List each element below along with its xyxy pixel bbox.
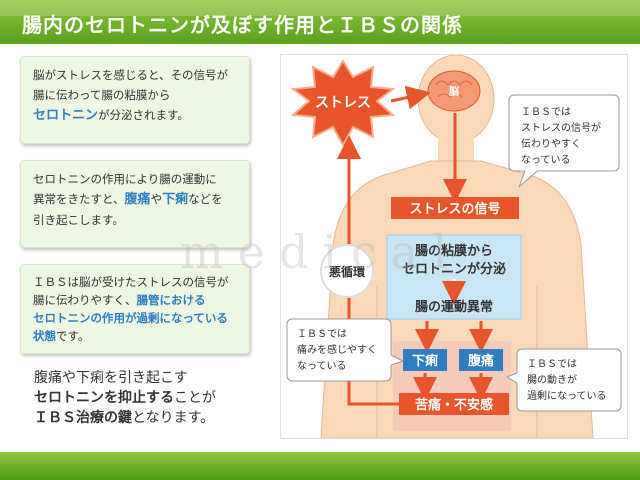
feedback-loop-line <box>337 135 399 406</box>
abdominal-pain-highlight: 腹痛 <box>124 192 151 207</box>
box3-line1: ＩＢＳは脳が受けたストレスの信号が <box>33 275 229 289</box>
mucosa-line1: 腸の粘膜から <box>415 243 493 259</box>
header-shine <box>0 0 640 16</box>
watermark: medical <box>180 225 461 279</box>
box1-line3-rest: が分泌されます。 <box>98 108 189 122</box>
diagram-svg: 脳 ストレス ストレスの信号 腸の粘膜から セロトニンが分泌 腸の運動異常 下痢… <box>286 55 622 438</box>
callout-pain-line1: ＩＢＳでは <box>297 328 347 340</box>
callout-motility-line3: 過剰になっている <box>527 390 607 402</box>
summary-line3a: ＩＢＳ治療の鍵 <box>34 410 132 426</box>
brain-label: 脳 <box>449 86 459 98</box>
mucosa-line2: セロトニンが分泌 <box>402 261 506 277</box>
serotonin-highlight: セロトニン <box>33 108 99 123</box>
summary-line3b: となります。 <box>132 410 215 426</box>
explanation-box-1: 脳がストレスを感じると、その信号が 腸に伝わって腸の粘膜から セロトニンが分泌さ… <box>20 56 250 144</box>
box3-line3: セロトニンの作用が過剰になっている <box>33 311 228 325</box>
box3-line2a: 腸に伝わりやすく、 <box>33 293 137 307</box>
callout-pain <box>286 318 405 382</box>
callout-motility <box>505 348 622 412</box>
summary-line2a: セロトニンを抑止する <box>34 390 174 406</box>
stress-signal-box <box>391 197 519 219</box>
stress-signal-label: ストレスの信号 <box>409 201 500 217</box>
distress-box <box>399 393 509 415</box>
box2-line3: 引き起こします。 <box>33 213 124 227</box>
distress-label: 苦痛・不安感 <box>415 397 493 413</box>
box2-line2: 異常をきたすと、腹痛や下痢などを <box>33 189 237 210</box>
box1-line2: 腸に伝わって腸の粘膜から <box>33 88 171 102</box>
box3-line4a: 状態 <box>33 329 56 343</box>
page-title: 腸内のセロトニンが及ぼす作用とＩＢＳの関係 <box>22 13 463 37</box>
brain-icon <box>427 70 481 112</box>
mucosa-box <box>386 234 522 320</box>
box2-line1: セロトニンの作用により腸の運動に <box>33 172 217 186</box>
explanation-box-2: セロトニンの作用により腸の運動に 異常をきたすと、腹痛や下痢などを 引き起こしま… <box>20 160 250 248</box>
pain-label: 腹痛 <box>468 353 494 369</box>
box3-line4b: です。 <box>56 329 90 343</box>
stress-label: ストレス <box>315 95 371 111</box>
pain-box <box>459 349 503 371</box>
summary-line2: セロトニンを抑止することが <box>34 388 274 408</box>
vicious-cycle-circle <box>320 244 374 298</box>
callout-pain-line2: 痛みを感じやすく <box>297 343 377 356</box>
box2-mid: や <box>150 192 163 206</box>
callout-signal-line4: なっている <box>521 154 571 166</box>
page-footer <box>0 452 640 480</box>
callout-signal <box>508 94 620 188</box>
summary-line3: ＩＢＳ治療の鍵となります。 <box>34 408 274 428</box>
diarrhea-highlight: 下痢 <box>162 192 189 207</box>
box1-line3: セロトニンが分泌されます。 <box>33 105 237 126</box>
vicious-cycle-label: 悪循環 <box>329 264 366 279</box>
summary-line1: 腹痛や下痢を引き起こす <box>34 370 188 386</box>
box3-line4: 状態です。 <box>33 327 237 345</box>
diarrhea-label: 下痢 <box>412 353 438 369</box>
arrow-stress-to-brain <box>390 85 431 110</box>
explanation-box-3: ＩＢＳは脳が受けたストレスの信号が 腸に伝わりやすく、腸管における セロトニンの… <box>20 264 250 354</box>
box2-line2-start: 異常をきたすと、 <box>33 192 125 206</box>
callout-signal-line2: ストレスの信号が <box>521 121 601 134</box>
callout-motility-line1: ＩＢＳでは <box>527 358 577 370</box>
box3-line2b: 腸管における <box>136 293 206 307</box>
callout-signal-line1: ＩＢＳでは <box>521 106 571 118</box>
box3-line2: 腸に伝わりやすく、腸管における <box>33 291 237 309</box>
summary-text: 腹痛や下痢を引き起こす セロトニンを抑止することが ＩＢＳ治療の鍵となります。 <box>34 368 274 428</box>
ibs-diagram: 脳 ストレス ストレスの信号 腸の粘膜から セロトニンが分泌 腸の運動異常 下痢… <box>280 54 628 439</box>
page-header: 腸内のセロトニンが及ぼす作用とＩＢＳの関係 <box>0 0 640 44</box>
motility-label: 腸の運動異常 <box>415 299 493 315</box>
callout-pain-line3: なっている <box>297 360 347 372</box>
callout-motility-line2: 腸の動きが <box>527 373 577 386</box>
box1-line1: 脳がストレスを感じると、その信号が <box>33 68 229 82</box>
diarrhea-box <box>403 349 447 371</box>
box2-line2-rest: などを <box>188 192 223 206</box>
callout-signal-line3: 伝わりやすく <box>521 138 581 150</box>
summary-line2b: ことが <box>174 390 216 406</box>
